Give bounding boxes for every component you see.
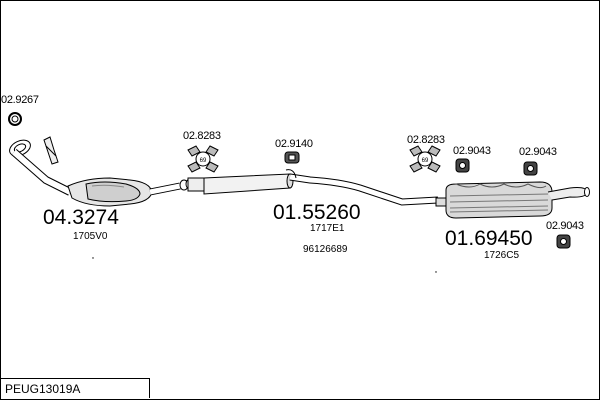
accessory-number: 02.9043 (546, 220, 584, 232)
part-code: 1705V0 (73, 231, 108, 242)
svg-text:69: 69 (422, 158, 429, 164)
part-number[interactable]: 04.3274 (43, 206, 119, 229)
front-pipe-catalyst-drawing[interactable] (7, 136, 189, 207)
accessory-number: 02.9140 (275, 138, 313, 150)
middle-silencer-drawing[interactable] (185, 169, 439, 206)
dot-mark (435, 271, 437, 273)
clamp-kit-icon[interactable]: 69 (187, 145, 219, 173)
accessory-number: 02.9043 (453, 145, 491, 157)
accessory-number: 02.9043 (519, 146, 557, 158)
accessory-number: 02.9267 (1, 94, 39, 106)
part-number[interactable]: 01.69450 (445, 227, 533, 250)
part-code: 96126689 (303, 244, 348, 255)
part-number[interactable]: 01.55260 (273, 201, 361, 224)
rubber-mount-icon[interactable] (455, 158, 470, 173)
dot-mark (92, 257, 94, 259)
rear-silencer-drawing[interactable] (435, 181, 590, 219)
part-code: 1726C5 (484, 250, 520, 261)
rubber-mount-icon[interactable] (523, 161, 538, 176)
clamp-kit-icon[interactable]: 69 (409, 145, 441, 173)
gasket-icon[interactable] (8, 112, 22, 126)
accessory-number: 02.8283 (407, 134, 445, 146)
diagram-title: PEUG13019A (0, 378, 150, 398)
svg-text:69: 69 (200, 158, 207, 164)
accessory-number: 02.8283 (183, 130, 221, 142)
rubber-mount-icon[interactable] (284, 151, 300, 164)
rubber-mount-icon[interactable] (556, 234, 571, 249)
part-code: 1717E1 (310, 223, 345, 234)
